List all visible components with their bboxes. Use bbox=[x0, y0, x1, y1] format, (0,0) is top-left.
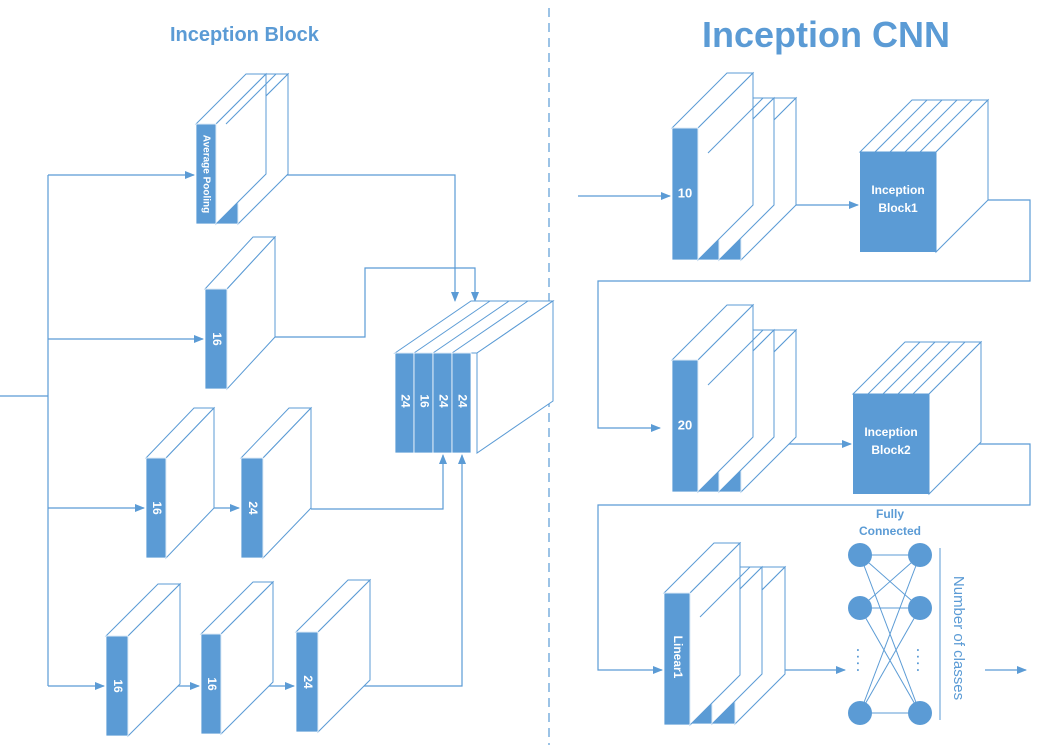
output-label: Number of classes bbox=[950, 576, 967, 700]
fc-node-1 bbox=[848, 596, 872, 620]
fc-node-5 bbox=[908, 701, 932, 725]
layer-edge bbox=[707, 97, 764, 154]
layer-edge bbox=[707, 329, 764, 386]
layer-edge bbox=[225, 73, 277, 125]
concat-label-1: 16 bbox=[417, 394, 431, 408]
branch4-conv1-block bbox=[104, 582, 182, 738]
concat-side bbox=[476, 300, 554, 454]
avg-pool-to-concat bbox=[286, 174, 459, 302]
layer-edge bbox=[432, 300, 510, 354]
block2-to-head bbox=[597, 443, 1031, 674]
branch4-conv3-label: 24 bbox=[301, 675, 315, 689]
layer-edge bbox=[904, 99, 958, 153]
branch2-conv-block bbox=[203, 235, 277, 391]
avg-pool-block bbox=[194, 72, 268, 226]
branch3-conv1-block bbox=[144, 406, 216, 560]
layer-edge bbox=[919, 99, 973, 153]
fc-node-3 bbox=[908, 543, 932, 567]
fc-edge bbox=[859, 554, 921, 609]
layer-edge bbox=[867, 341, 921, 395]
stage2-conv-block bbox=[670, 303, 755, 494]
layer-edge bbox=[699, 566, 751, 618]
fc-ellipsis-r: . . . . bbox=[914, 648, 928, 671]
head-act-label: Relu bbox=[718, 660, 730, 684]
avg-pool-channels: 24 bbox=[221, 167, 235, 181]
branch3-conv2-block bbox=[239, 406, 313, 560]
avg-pool-label: Average Pooling bbox=[200, 135, 211, 214]
stage1-conv-label: 10 bbox=[678, 185, 692, 200]
branch4-conv2-block bbox=[199, 580, 275, 736]
inception-block-title: Inception Block bbox=[170, 24, 319, 46]
inception-cnn-title: Inception CNN bbox=[702, 14, 950, 55]
concat-label-2: 24 bbox=[436, 394, 450, 408]
layer-edge bbox=[912, 341, 966, 395]
block1-to-stage2 bbox=[597, 199, 1031, 432]
fc-node-0 bbox=[848, 543, 872, 567]
stage2-conv-label: 20 bbox=[678, 417, 692, 432]
concat-layer-3 bbox=[451, 352, 472, 454]
stage1-act-label: Relu bbox=[724, 196, 736, 220]
stage1-pool-label: Max pooling bbox=[702, 176, 714, 240]
head-norm-label: LayerNorm bbox=[695, 643, 707, 701]
inception-block2-face bbox=[853, 394, 929, 494]
branch3-conv1-label: 16 bbox=[150, 501, 164, 515]
layer-edge bbox=[882, 341, 936, 395]
stage2-pool-label: Max pooling bbox=[702, 408, 714, 472]
branch2-conv-label: 16 bbox=[210, 332, 224, 346]
concat-label-0: 24 bbox=[398, 394, 412, 408]
layer-edge bbox=[413, 300, 491, 354]
branch4-conv1-label: 16 bbox=[111, 679, 125, 693]
layer-edge bbox=[874, 99, 928, 153]
concat-label-3: 24 bbox=[455, 394, 469, 408]
branch2-to-concat bbox=[253, 267, 479, 338]
branch3-to-concat bbox=[311, 454, 447, 510]
branch4-to-concat bbox=[348, 454, 466, 687]
stage1-conv-block bbox=[670, 71, 755, 262]
branch4-conv3-block bbox=[294, 578, 372, 734]
head-linear-block bbox=[662, 541, 742, 727]
stage2-act-label: Relu bbox=[724, 428, 736, 452]
branch3-conv2-label: 24 bbox=[246, 501, 260, 515]
fc-node-2 bbox=[848, 701, 872, 725]
fc-edge bbox=[859, 607, 921, 714]
fc-edge bbox=[859, 554, 921, 714]
branch4-conv2-label: 16 bbox=[205, 677, 219, 691]
layer-edge bbox=[897, 341, 951, 395]
fc-ellipsis-l: . . . . bbox=[854, 648, 868, 671]
layer-edge bbox=[889, 99, 943, 153]
inception-block1-face bbox=[860, 152, 936, 252]
layer-edge bbox=[451, 300, 529, 354]
fc-node-4 bbox=[908, 596, 932, 620]
head-linear-label: Linear1 bbox=[671, 636, 685, 679]
